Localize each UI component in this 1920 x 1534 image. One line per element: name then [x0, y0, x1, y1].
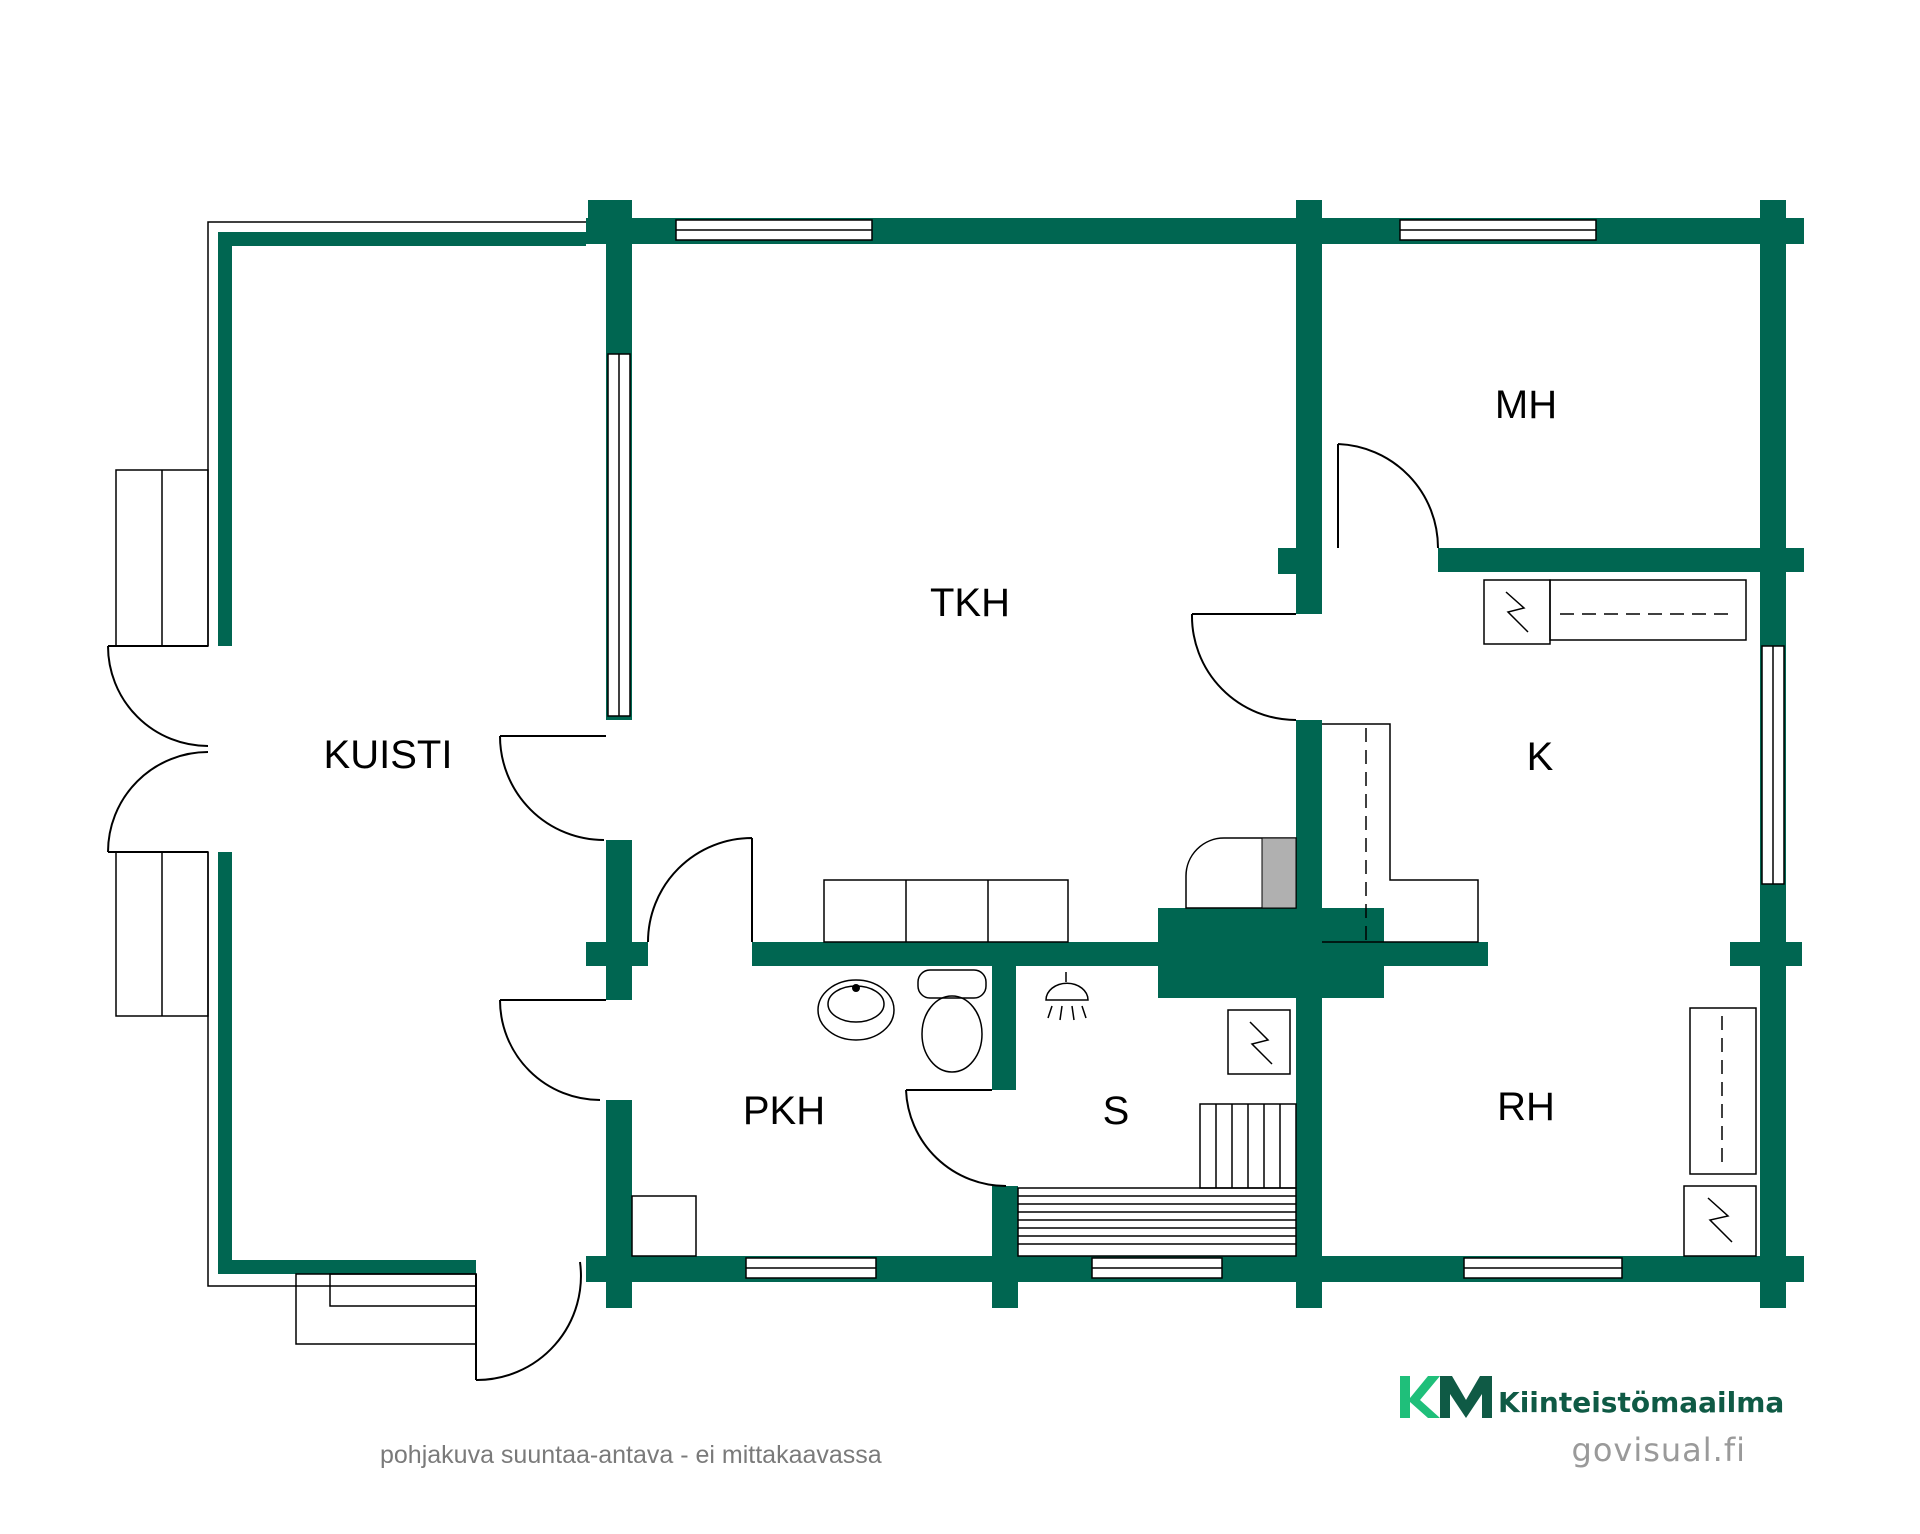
door-swing [499, 999, 606, 1101]
door-swing [107, 751, 209, 853]
walls [218, 200, 1804, 1308]
sauna-heater [1227, 1009, 1291, 1075]
door-swing [475, 1261, 582, 1382]
website-text: govisual.fi [1572, 1431, 1747, 1469]
electric-heater [1683, 1185, 1757, 1257]
wardrobe [1689, 1007, 1757, 1175]
room-label-s: S [1103, 1089, 1130, 1133]
counter [1549, 579, 1747, 641]
room-label-k: K [1527, 735, 1554, 779]
room-label-kuisti: KUISTI [324, 733, 453, 777]
door-swing [107, 645, 209, 747]
sink [817, 979, 895, 1041]
shower-icon [1045, 982, 1089, 1001]
door-swing [1190, 613, 1297, 721]
door-swing [1337, 443, 1439, 549]
room-label-rh: RH [1497, 1085, 1555, 1129]
door-swing [905, 1089, 1007, 1188]
door-swing [647, 837, 753, 943]
step [295, 1273, 477, 1345]
fridge [1483, 579, 1551, 645]
logo-name: Kiinteistömaailma [1498, 1386, 1784, 1419]
sauna-bench-lower [1017, 1187, 1297, 1257]
fixtures [115, 469, 1757, 1345]
sauna-bench [1199, 1103, 1297, 1189]
kitchen-counter [1322, 723, 1479, 943]
toilet [917, 969, 987, 999]
cabinet [823, 879, 1069, 943]
room-label-tkh: TKH [930, 581, 1010, 625]
fireplace [1185, 837, 1297, 909]
windows [607, 219, 1785, 1279]
disclaimer-text: pohjakuva suuntaa-antava - ei mittakaava… [380, 1441, 882, 1469]
kiinteistomaailma-logo: Kiinteistömaailma [1400, 1376, 1784, 1419]
doors [107, 443, 1439, 1382]
cabinet [631, 1195, 697, 1257]
room-label-pkh: PKH [743, 1089, 825, 1133]
door-swing [499, 735, 606, 841]
room-label-mh: MH [1495, 383, 1557, 427]
